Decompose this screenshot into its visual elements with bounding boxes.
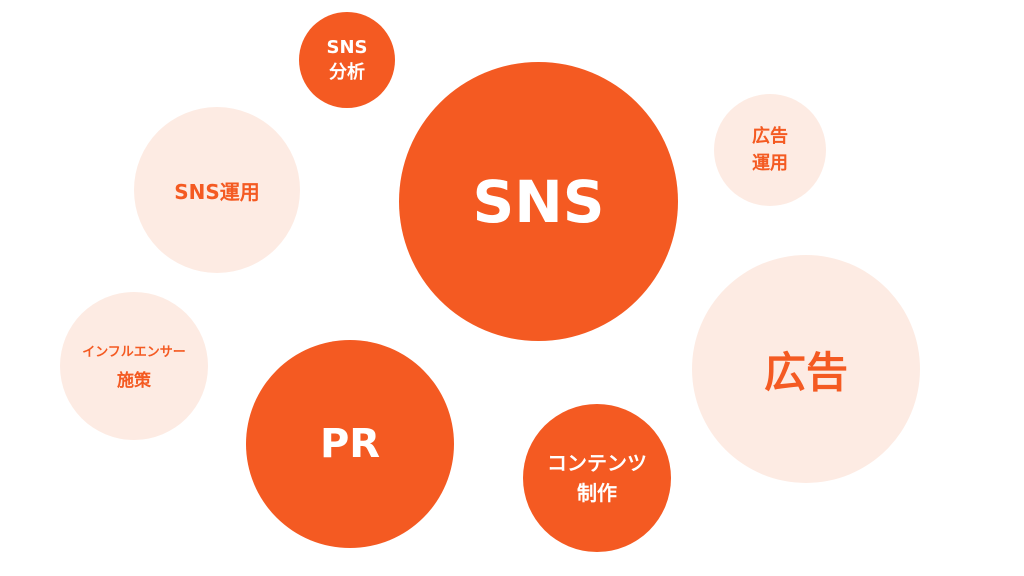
bubble-label-line: コンテンツ bbox=[547, 451, 647, 475]
bubble-advertising: 広告 bbox=[692, 255, 920, 483]
bubble-label-line: SNS運用 bbox=[174, 179, 260, 204]
bubble-label-line: SNS bbox=[326, 37, 368, 58]
bubble-sns-operations: SNS運用 bbox=[134, 107, 300, 273]
bubble-label-line: 運用 bbox=[752, 153, 788, 174]
bubble-label-line: 制作 bbox=[577, 481, 617, 505]
bubble-label-line: 分析 bbox=[329, 62, 365, 83]
bubble-label-line: 広告 bbox=[752, 126, 788, 147]
bubble-label-line: インフルエンサー bbox=[82, 345, 186, 360]
bubble-content-production: コンテンツ 制作 bbox=[523, 404, 671, 552]
bubble-sns-main: SNS bbox=[399, 62, 678, 341]
bubble-pr: PR bbox=[246, 340, 454, 548]
bubble-label-line: PR bbox=[319, 421, 381, 467]
bubble-label-line: 広告 bbox=[763, 347, 848, 397]
bubble-label-line: SNS bbox=[472, 167, 605, 236]
bubble-label-line: 施策 bbox=[117, 371, 151, 391]
bubble-ad-operations: 広告 運用 bbox=[714, 94, 826, 206]
bubble-influencer-measures: インフルエンサー 施策 bbox=[60, 292, 208, 440]
bubble-sns-analysis: SNS 分析 bbox=[299, 12, 395, 108]
